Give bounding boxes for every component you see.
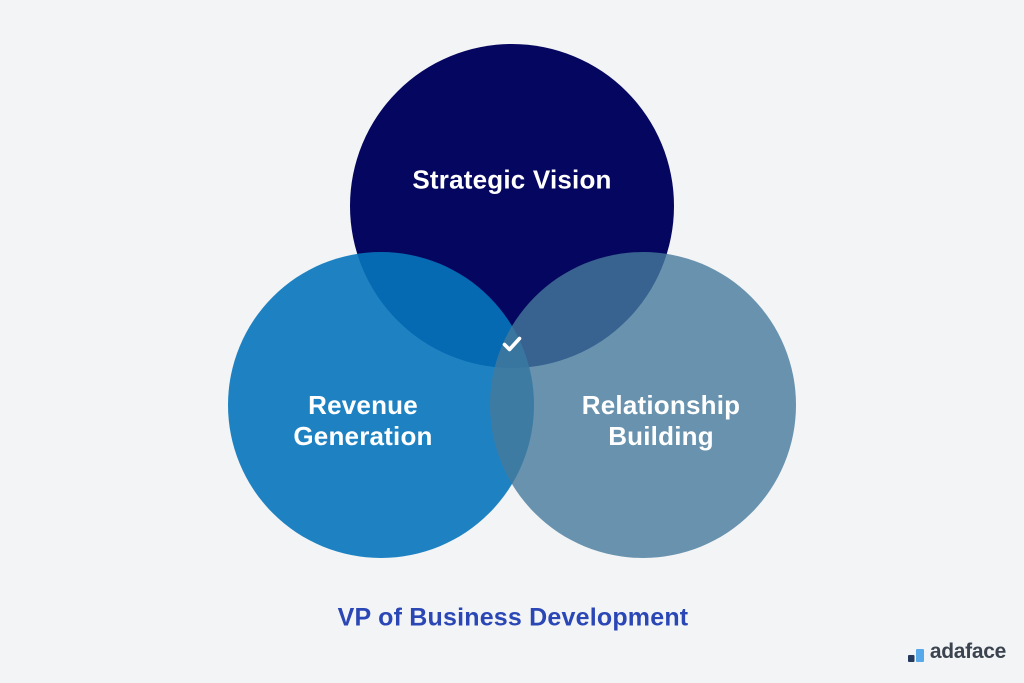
- venn-label-relationship-building: Relationship Building: [581, 390, 741, 451]
- adaface-wordmark: adaface: [929, 640, 1006, 663]
- bar-chart-small-bar: [907, 655, 915, 662]
- venn-label-revenue-generation: Revenue Generation: [293, 390, 433, 451]
- checkmark-icon: [501, 335, 523, 353]
- checkmark-stroke: [502, 336, 522, 352]
- adaface-logo: adaface: [907, 640, 1006, 663]
- venn-set-relationship-building: [490, 252, 796, 558]
- bar-chart-tall-bar: [915, 649, 924, 662]
- bar-chart-icon: [907, 649, 924, 662]
- diagram-caption: VP of Business Development: [337, 603, 689, 632]
- venn-label-strategic-vision: Strategic Vision: [412, 164, 612, 195]
- venn-set-revenue-generation: [228, 252, 534, 558]
